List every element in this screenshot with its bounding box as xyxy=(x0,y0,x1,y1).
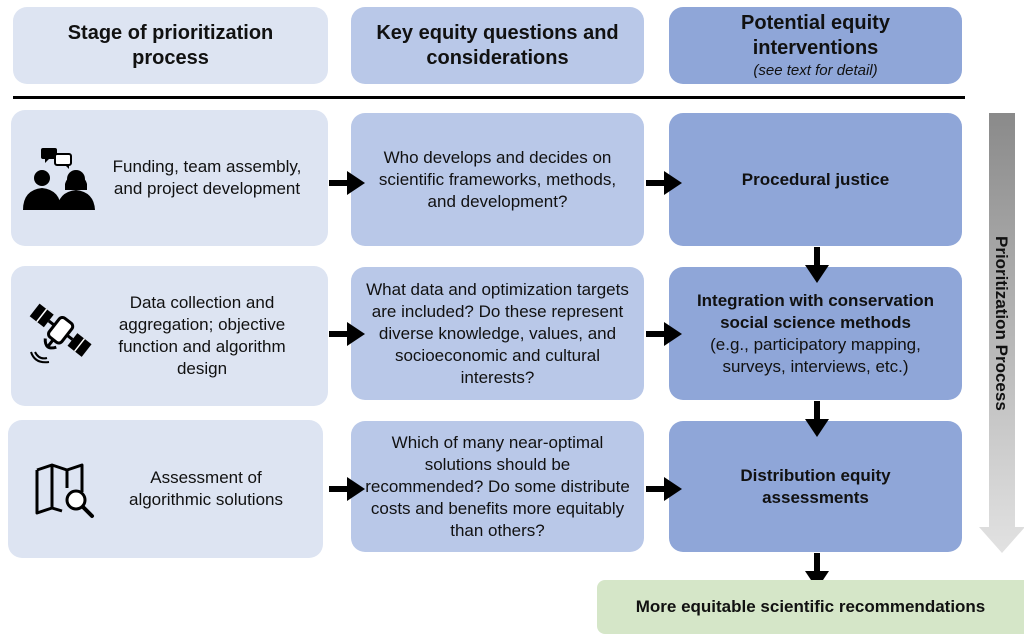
header-questions: Key equity questions and considerations xyxy=(351,7,644,84)
intervention-title: Integration with conservation social sci… xyxy=(696,290,935,332)
stage-box-assessment: Assessment of algorithmic solutions xyxy=(8,420,323,558)
header-stage-label: Stage of prioritization process xyxy=(67,21,274,69)
header-interventions-note: (see text for detail) xyxy=(753,61,878,79)
header-interventions: Potential equity interventions (see text… xyxy=(669,7,962,84)
map-search-icon xyxy=(35,463,94,518)
side-label-text: Prioritization Process xyxy=(992,235,1011,411)
question-box-frameworks: Who develops and decides on scientific f… xyxy=(351,113,644,246)
question-text: Which of many near-optimal solutions sho… xyxy=(365,432,630,540)
arrow-right-icon xyxy=(646,171,682,195)
arrow-right-icon xyxy=(329,322,365,346)
arrow-right-icon xyxy=(646,322,682,346)
header-interventions-label: Potential equity interventions xyxy=(741,11,890,59)
process-direction-arrow xyxy=(979,113,1024,553)
question-text: What data and optimization targets are i… xyxy=(366,279,629,387)
question-box-data-targets: What data and optimization targets are i… xyxy=(351,267,644,400)
outcome-box: More equitable scientific recommendation… xyxy=(597,580,1024,634)
intervention-title: Distribution equity assessments xyxy=(740,465,891,507)
question-box-near-optimal: Which of many near-optimal solutions sho… xyxy=(351,421,644,552)
header-divider xyxy=(13,96,965,99)
stage-label: Assessment of algorithmic solutions xyxy=(128,468,283,509)
header-stage: Stage of prioritization process xyxy=(13,7,328,84)
side-label: Prioritization Process xyxy=(986,113,1016,533)
arrow-right-icon xyxy=(329,477,365,501)
arrow-down-icon xyxy=(805,247,829,283)
intervention-box-social-science: Integration with conservation social sci… xyxy=(669,267,962,400)
team-chat-icon xyxy=(23,148,95,210)
arrow-right-icon xyxy=(329,171,365,195)
satellite-icon xyxy=(29,303,92,364)
stage-box-data: Data collection and aggregation; objecti… xyxy=(11,266,328,406)
intervention-box-distribution-equity: Distribution equity assessments xyxy=(669,421,962,552)
intervention-title: Procedural justice xyxy=(741,169,890,189)
stage-box-funding: Funding, team assembly, and project deve… xyxy=(11,110,328,246)
arrow-right-icon xyxy=(646,477,682,501)
intervention-detail: (e.g., participatory mapping, surveys, i… xyxy=(710,334,921,376)
question-text: Who develops and decides on scientific f… xyxy=(378,147,617,211)
outcome-text: More equitable scientific recommendation… xyxy=(635,597,986,616)
arrow-down-icon xyxy=(805,401,829,437)
header-questions-label: Key equity questions and considerations xyxy=(376,21,619,69)
stage-label: Data collection and aggregation; objecti… xyxy=(118,293,286,378)
stage-label: Funding, team assembly, and project deve… xyxy=(112,157,302,198)
intervention-box-procedural-justice: Procedural justice xyxy=(669,113,962,246)
